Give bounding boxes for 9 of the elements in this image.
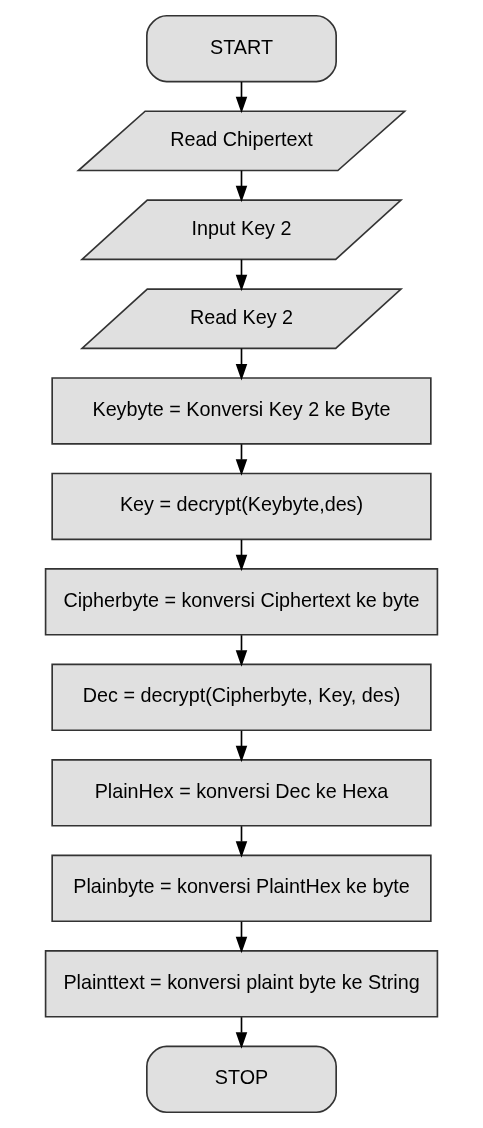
node-box: Plainbyte = konversi PlaintHex ke byte [51, 854, 432, 923]
node-box: STOP [146, 1045, 337, 1114]
node-box: Key = decrypt(Keybyte,des) [51, 472, 432, 541]
node-box: Keybyte = Konversi Key 2 ke Byte [51, 377, 432, 445]
node-box: Cipherbyte = konversi Ciphertext ke byte [44, 568, 439, 636]
node-box: Plainttext = konversi plaint byte ke String [44, 950, 439, 1018]
node-box: PlainHex = konversi Dec ke Hexa [51, 759, 432, 827]
node-box: START [146, 14, 337, 83]
node-box: Dec = decrypt(Cipherbyte, Key, des) [51, 663, 432, 732]
